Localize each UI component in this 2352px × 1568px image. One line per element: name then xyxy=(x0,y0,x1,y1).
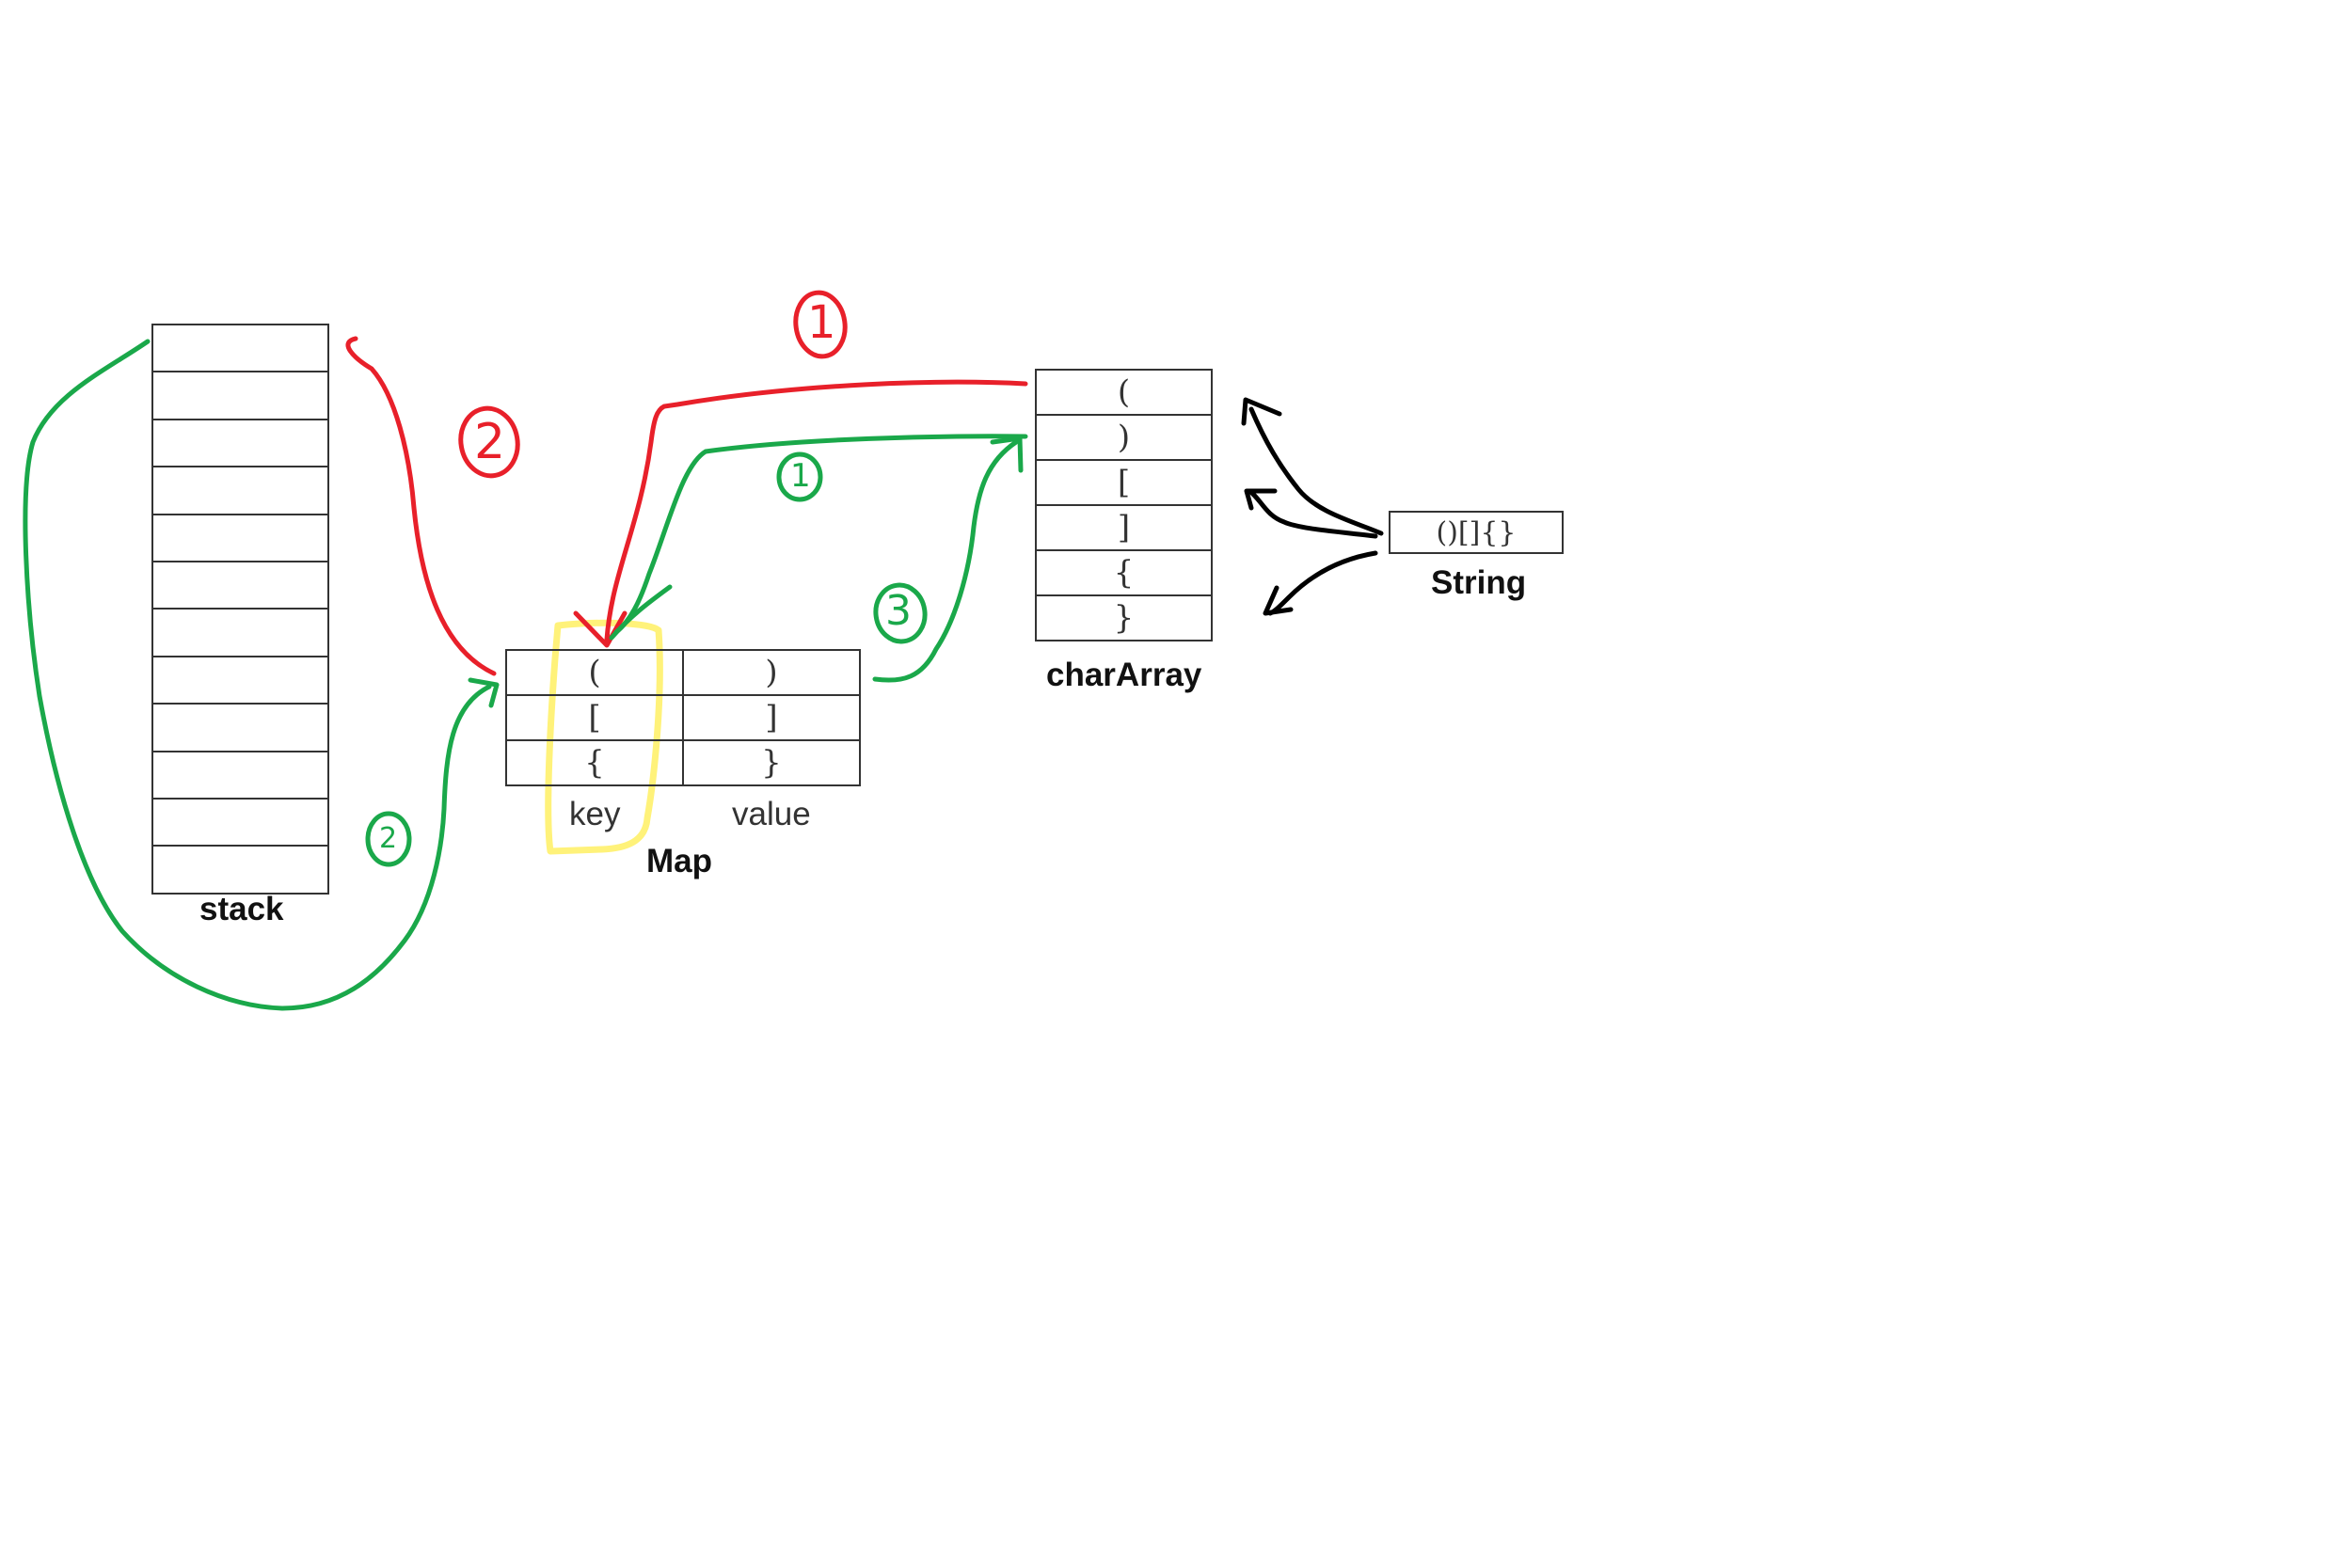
map-row: [ ] xyxy=(505,694,861,741)
map-key-cell: { xyxy=(505,739,684,786)
stack-row xyxy=(151,750,329,800)
stack-slot xyxy=(151,608,329,657)
char-array-cell: ] xyxy=(1035,504,1213,551)
char-array-row: ( xyxy=(1035,369,1213,416)
char-array-cell: } xyxy=(1035,594,1213,641)
stack-slot xyxy=(151,750,329,800)
stack-label: stack xyxy=(199,891,284,927)
map-key-cell: [ xyxy=(505,694,684,741)
map-row: ( ) xyxy=(505,649,861,696)
stack-slot xyxy=(151,323,329,373)
black-arrowhead-bracket xyxy=(1244,488,1278,511)
stack-row xyxy=(151,608,329,657)
stack-row xyxy=(151,560,329,610)
black-arrow-string-to-open-paren xyxy=(1248,406,1384,536)
map-value-label: value xyxy=(732,796,811,832)
green-arrowhead-chararray xyxy=(990,436,1024,473)
stack-slot xyxy=(151,655,329,705)
stack-slot xyxy=(151,560,329,610)
map-table: ( ) [ ] { } xyxy=(505,649,861,786)
stack-row xyxy=(151,418,329,468)
char-array-cell: ) xyxy=(1035,414,1213,461)
green-step-3-number: 3 xyxy=(885,587,912,635)
black-arrowhead-open-paren xyxy=(1241,397,1282,426)
stack-row xyxy=(151,703,329,752)
map-value-cell: ] xyxy=(682,694,861,741)
stack-row xyxy=(151,797,329,847)
green-arrowhead-map-key xyxy=(609,584,673,641)
stack-row xyxy=(151,466,329,515)
red-arrowhead-map-key xyxy=(573,610,628,648)
stack-row xyxy=(151,371,329,420)
green-step-3-circle xyxy=(873,582,928,644)
black-arrowhead-brace xyxy=(1263,585,1294,616)
stack-row xyxy=(151,513,329,562)
green-step-2-number: 2 xyxy=(379,822,398,855)
green-step-1-circle xyxy=(776,451,823,502)
char-array-row: [ xyxy=(1035,459,1213,506)
green-step-1-number: 1 xyxy=(790,457,811,495)
red-arrow-stack-to-map xyxy=(345,336,497,676)
stack-table xyxy=(151,323,329,895)
map-key-cell: ( xyxy=(505,649,684,696)
stack-slot xyxy=(151,371,329,420)
red-step-2-circle xyxy=(458,405,520,479)
stack-slot xyxy=(151,797,329,847)
green-arrowhead-map xyxy=(468,677,500,708)
red-step-1-number: 1 xyxy=(807,296,836,349)
stack-slot xyxy=(151,513,329,562)
string-label: String xyxy=(1431,564,1527,601)
stack-row xyxy=(151,655,329,705)
char-array-label: charArray xyxy=(1046,657,1202,693)
red-arrow-chararray-to-map-key xyxy=(604,379,1028,642)
char-array-table: ( ) [ ] { } xyxy=(1035,369,1213,641)
red-step-2-number: 2 xyxy=(474,414,506,470)
green-step-2-circle xyxy=(365,811,412,867)
black-arrow-string-to-brace xyxy=(1267,550,1378,616)
green-arrow-chararray-to-map-key xyxy=(613,434,1028,635)
red-step-1-circle xyxy=(793,290,848,359)
char-array-row: } xyxy=(1035,594,1213,641)
map-key-label: key xyxy=(569,796,621,832)
char-array-cell: [ xyxy=(1035,459,1213,506)
green-arrow-map-value-to-chararray xyxy=(872,439,1019,683)
map-value-cell: ) xyxy=(682,649,861,696)
char-array-row: { xyxy=(1035,549,1213,596)
string-box: ()[]{} xyxy=(1389,511,1564,554)
stack-row xyxy=(151,845,329,895)
char-array-cell: ( xyxy=(1035,369,1213,416)
char-array-cell: { xyxy=(1035,549,1213,596)
char-array-row: ) xyxy=(1035,414,1213,461)
black-arrow-string-to-bracket xyxy=(1247,488,1378,539)
stack-slot xyxy=(151,845,329,895)
map-row: { } xyxy=(505,739,861,786)
map-label: Map xyxy=(646,843,712,879)
stack-slot xyxy=(151,703,329,752)
stack-row xyxy=(151,323,329,373)
map-value-cell: } xyxy=(682,739,861,786)
stack-slot xyxy=(151,418,329,468)
green-arrow-stack-loop-to-map xyxy=(23,339,492,1011)
stack-slot xyxy=(151,466,329,515)
char-array-row: ] xyxy=(1035,504,1213,551)
